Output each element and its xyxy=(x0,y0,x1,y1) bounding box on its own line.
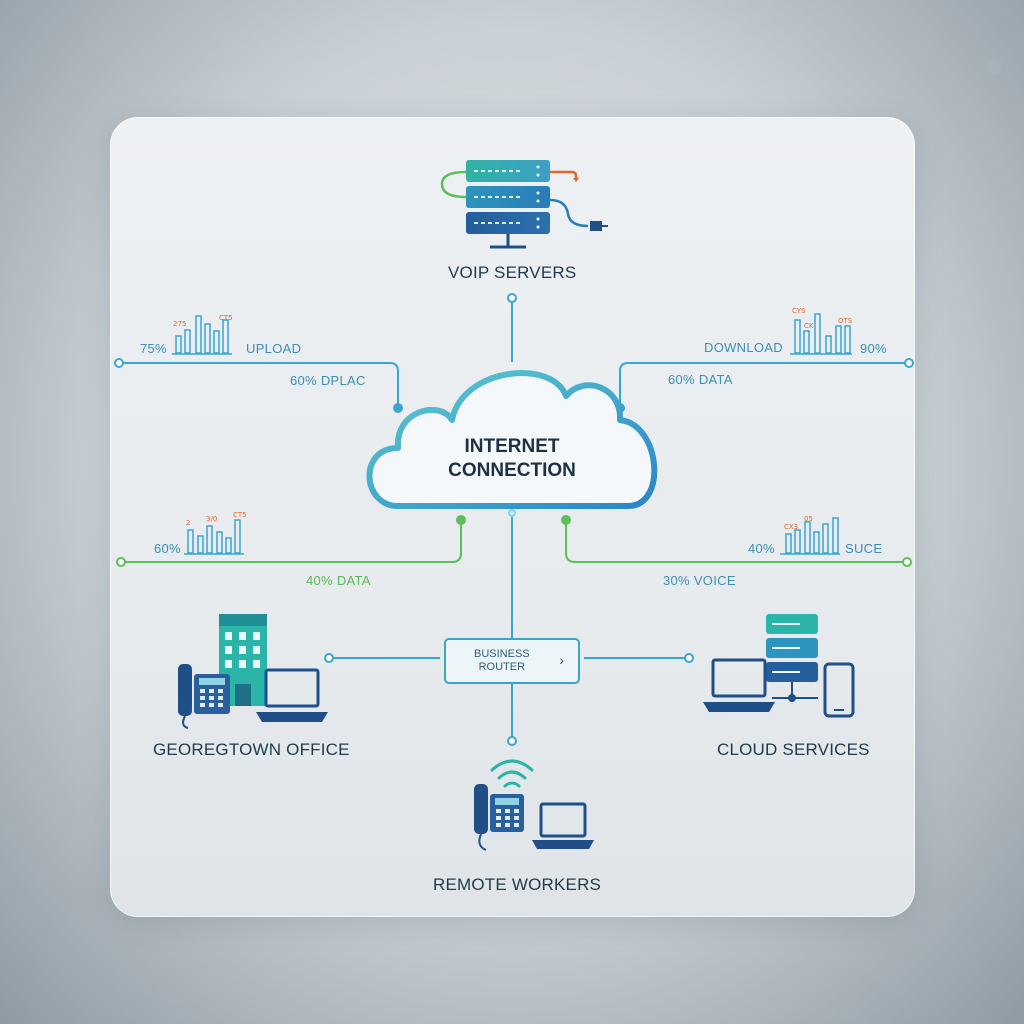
desk-phone-icon xyxy=(474,784,524,851)
connector-lines xyxy=(120,300,908,738)
server-rack-icon xyxy=(766,614,818,702)
cloud-icon xyxy=(366,370,658,509)
line-right-voice xyxy=(565,521,906,563)
remote-workers-label: REMOTE WORKERS xyxy=(433,875,602,894)
right-low-label: SUCE xyxy=(845,541,883,556)
svg-text:3/0: 3/0 xyxy=(206,515,217,523)
laptop-icon xyxy=(532,802,594,849)
voice-label: 30% VOICE xyxy=(663,573,736,588)
chevron-right-icon: › xyxy=(559,652,564,668)
server-rack-icon xyxy=(440,160,608,249)
upload-percent: 75% xyxy=(140,341,167,356)
bar-chart-left-low: 2 3/0 CT5 xyxy=(184,511,247,555)
svg-text:2: 2 xyxy=(186,519,190,527)
decorative-dot xyxy=(987,60,1001,74)
internet-connection-label: INTERNET CONNECTION xyxy=(412,435,612,483)
wifi-icon xyxy=(490,759,534,788)
upload-label: UPLOAD xyxy=(246,341,302,356)
cloud-services-label: CLOUD SERVICES xyxy=(717,740,870,759)
download-label: DOWNLOAD xyxy=(704,340,783,355)
bar-chart-download: CYS CK OTS xyxy=(790,307,853,355)
svg-text:OTS: OTS xyxy=(838,317,853,325)
bar-chart-right-low: CX3 05 xyxy=(780,515,840,555)
right-low-percent: 40% xyxy=(748,541,775,556)
line-upload xyxy=(120,362,399,408)
svg-text:CYS: CYS xyxy=(792,307,806,315)
download-sub-label: 60% DATA xyxy=(668,372,733,387)
internet-label-line2: CONNECTION xyxy=(448,460,576,481)
bar-chart-upload: 275 CT5 xyxy=(172,314,233,355)
svg-text:CX3: CX3 xyxy=(784,523,798,531)
desk-phone-icon xyxy=(178,664,230,729)
svg-text:CT5: CT5 xyxy=(233,511,247,519)
router-label-line1: BUSINESS xyxy=(474,648,530,660)
line-left-data xyxy=(122,521,462,563)
business-router-button[interactable]: BUSINESS ROUTER › xyxy=(444,638,580,684)
left-low-percent: 60% xyxy=(154,541,181,556)
line-download xyxy=(619,362,908,408)
left-data-label: 40% DATA xyxy=(306,573,371,588)
internet-label-line1: INTERNET xyxy=(464,436,560,457)
router-label-line2: ROUTER xyxy=(478,661,526,673)
office-building-icon xyxy=(219,614,267,706)
smartphone-icon xyxy=(823,662,855,718)
svg-text:275: 275 xyxy=(173,320,186,328)
svg-text:05: 05 xyxy=(804,515,813,523)
svg-text:CT5: CT5 xyxy=(219,314,233,322)
georgetown-office-label: GEOREGTOWN OFFICE xyxy=(153,740,350,759)
svg-text:CK: CK xyxy=(804,322,814,330)
upload-sub-label: 60% DPLAC xyxy=(290,373,366,388)
connector-dots xyxy=(114,293,914,746)
download-percent: 90% xyxy=(860,341,887,356)
voip-servers-label: VOIP SERVERS xyxy=(448,263,577,282)
laptop-icon xyxy=(703,658,775,712)
laptop-icon xyxy=(256,668,328,722)
router-label: BUSINESS ROUTER xyxy=(474,648,530,674)
